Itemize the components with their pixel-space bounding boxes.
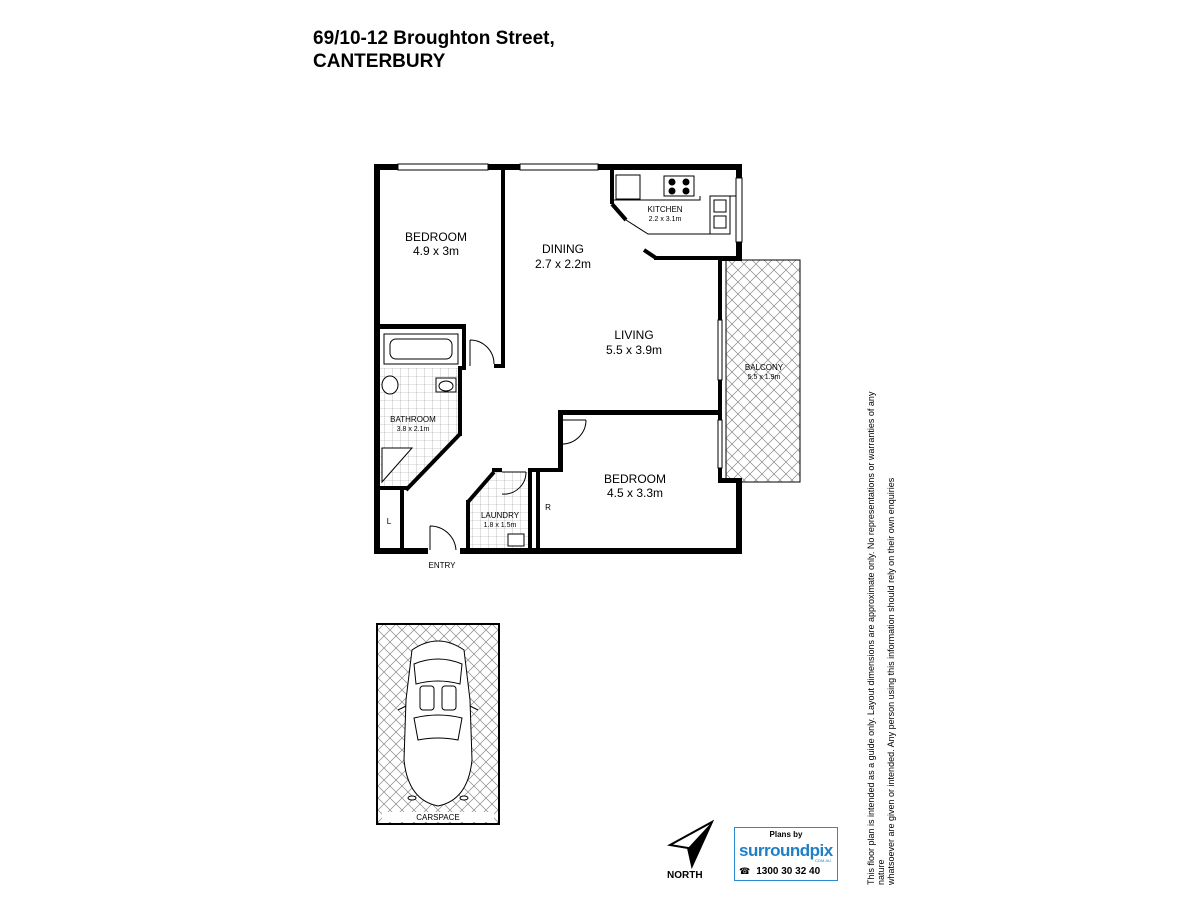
- windows: [397, 163, 743, 469]
- kitchen-fittings: [614, 174, 736, 235]
- laundry-name: LAUNDRY: [481, 511, 520, 520]
- north-arrow-icon: [666, 819, 715, 870]
- address-line-street: 69/10-12 Broughton Street,: [313, 28, 555, 49]
- living-dims: 5.5 x 3.9m: [606, 343, 662, 357]
- vanity-basin: [381, 375, 399, 395]
- kitchen-sink: [709, 195, 731, 235]
- laundry-dims: 1.8 x 1.5m: [484, 522, 517, 529]
- bathroom-fittings: [381, 333, 459, 484]
- disclaimer: This floor plan is intended as a guide o…: [866, 385, 896, 885]
- carspace: CARSPACE: [376, 623, 500, 825]
- brand-domain: COM.AU: [815, 858, 831, 863]
- balcony-name: BALCONY: [745, 363, 784, 372]
- disclaimer-line-2: whatsoever are given or intended. Any pe…: [886, 477, 896, 885]
- entry-label: ENTRY: [429, 561, 457, 570]
- bedroom2-name: BEDROOM: [604, 472, 666, 486]
- robe-label: R: [545, 503, 551, 512]
- disclaimer-line-1: This floor plan is intended as a guide o…: [866, 391, 886, 885]
- phone-number-row: ☎ 1300 30 32 40: [739, 866, 820, 877]
- doors: [429, 339, 587, 551]
- laundry-tub: [507, 533, 525, 547]
- cooktop: [663, 175, 695, 197]
- balcony-dims: 5.5 x 1.9m: [748, 374, 781, 381]
- phone-icon: ☎: [739, 866, 751, 876]
- property-address: 69/10-12 Broughton Street, CANTERBURY: [313, 27, 555, 73]
- dining-dims: 2.7 x 2.2m: [535, 257, 591, 271]
- dining-name: DINING: [542, 242, 584, 256]
- living-name: LIVING: [614, 328, 653, 342]
- kitchen-dims: 2.2 x 3.1m: [649, 216, 682, 223]
- fridge-space: [615, 174, 641, 200]
- kitchen-name: KITCHEN: [647, 205, 682, 214]
- room-labels: BEDROOM 4.9 x 3m DINING 2.7 x 2.2m KITCH…: [387, 205, 784, 570]
- phone-number: 1300 30 32 40: [756, 866, 821, 877]
- car-outline: [397, 640, 479, 807]
- bathroom-dims: 3.8 x 2.1m: [397, 426, 430, 433]
- balcony-area: [725, 259, 801, 483]
- bedroom1-name: BEDROOM: [405, 230, 467, 244]
- address-line-suburb: CANTERBURY: [313, 51, 446, 72]
- brand-name: surroundpix: [739, 841, 833, 860]
- bedroom1-dims: 4.9 x 3m: [413, 244, 459, 258]
- plans-by-text: Plans by: [769, 830, 803, 839]
- north-label: NORTH: [667, 870, 703, 881]
- surroundpix-logo: Plans by surroundpix COM.AU ☎ 1300 30 32 …: [734, 827, 838, 881]
- linen-label: L: [387, 517, 392, 526]
- bathroom-name: BATHROOM: [390, 415, 436, 424]
- carspace-label: CARSPACE: [416, 813, 459, 822]
- bedroom2-dims: 4.5 x 3.3m: [607, 486, 663, 500]
